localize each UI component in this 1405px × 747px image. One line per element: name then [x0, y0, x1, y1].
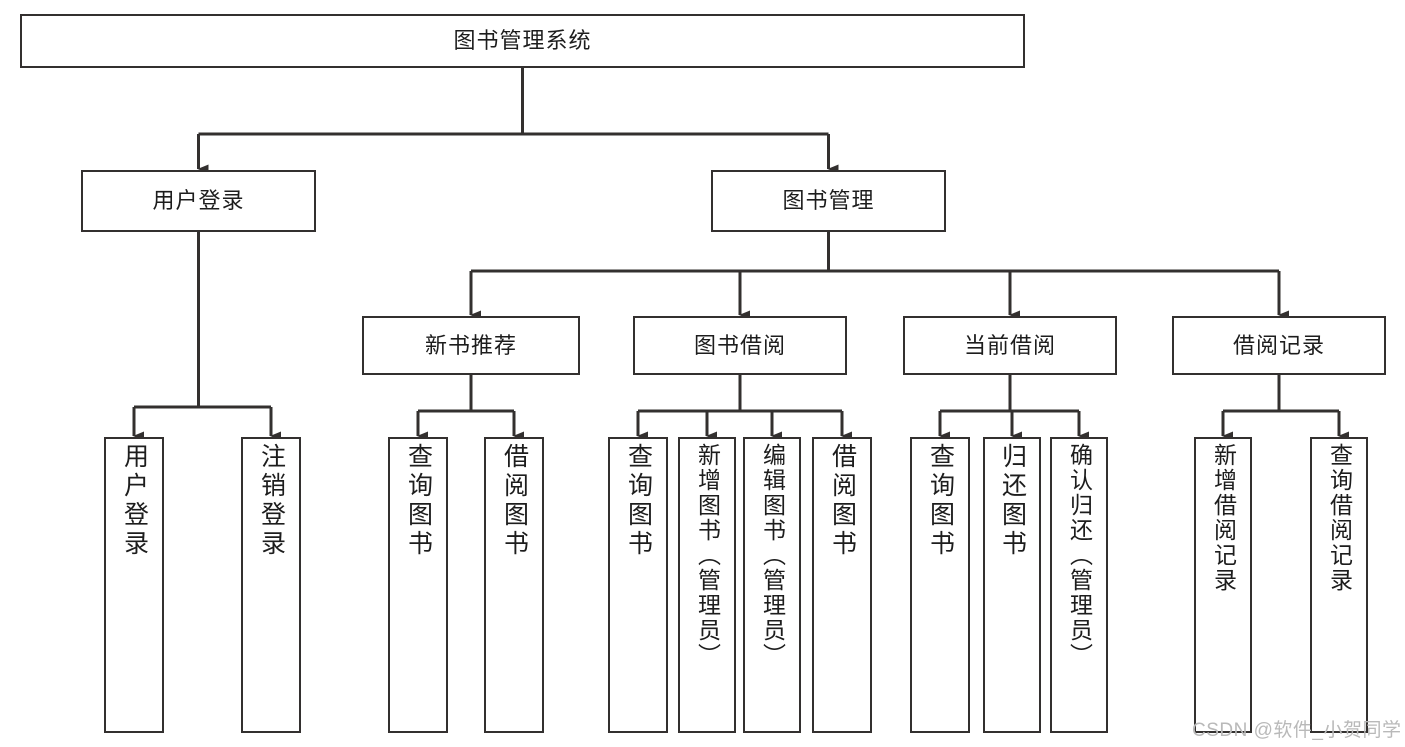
node-leaf-bw-borrow[interactable]: 借阅图书	[812, 437, 872, 733]
node-label: 查询图书	[624, 443, 653, 559]
node-leaf-cur-query[interactable]: 查询图书	[910, 437, 970, 733]
node-leaf-cur-return[interactable]: 归还图书	[983, 437, 1041, 733]
node-label: 查询图书	[404, 443, 433, 559]
node-label: 新增图书（管理员）	[694, 443, 721, 668]
node-label: 用户登录	[152, 188, 245, 214]
node-label: 查询图书	[926, 443, 955, 559]
node-label: 图书管理	[782, 188, 875, 214]
node-leaf-bw-add[interactable]: 新增图书（管理员）	[678, 437, 736, 733]
node-label: 确认归还（管理员）	[1066, 443, 1093, 668]
node-label: 图书借阅	[693, 332, 786, 358]
node-label: 新书推荐	[424, 332, 517, 358]
node-leaf-nb-borrow[interactable]: 借阅图书	[484, 437, 544, 733]
node-login[interactable]: 用户登录	[81, 170, 316, 232]
node-label: 借阅图书	[828, 443, 857, 559]
node-borrow[interactable]: 图书借阅	[633, 316, 847, 375]
node-leaf-user-login[interactable]: 用户登录	[104, 437, 164, 733]
node-newbook[interactable]: 新书推荐	[362, 316, 580, 375]
node-bookmgmt[interactable]: 图书管理	[711, 170, 946, 232]
node-leaf-cur-confirm[interactable]: 确认归还（管理员）	[1050, 437, 1108, 733]
node-leaf-nb-query[interactable]: 查询图书	[388, 437, 448, 733]
node-leaf-rec-query[interactable]: 查询借阅记录	[1310, 437, 1368, 733]
node-current[interactable]: 当前借阅	[903, 316, 1117, 375]
node-label: 借阅图书	[500, 443, 529, 559]
edge-group	[132, 68, 1349, 441]
node-label: 用户登录	[120, 443, 149, 559]
node-leaf-user-logout[interactable]: 注销登录	[241, 437, 301, 733]
node-leaf-rec-add[interactable]: 新增借阅记录	[1194, 437, 1252, 733]
node-records[interactable]: 借阅记录	[1172, 316, 1386, 375]
node-label: 图书管理系统	[453, 28, 592, 54]
node-leaf-bw-query[interactable]: 查询图书	[608, 437, 668, 733]
node-label: 归还图书	[998, 443, 1027, 559]
node-label: 查询借阅记录	[1326, 443, 1353, 593]
node-label: 编辑图书（管理员）	[759, 443, 786, 668]
node-label: 借阅记录	[1232, 332, 1325, 358]
node-label: 新增借阅记录	[1210, 443, 1237, 593]
node-leaf-bw-edit[interactable]: 编辑图书（管理员）	[743, 437, 801, 733]
node-root[interactable]: 图书管理系统	[20, 14, 1025, 68]
csdn-watermark: CSDN @软件_小贺同学	[1192, 720, 1402, 741]
node-label: 当前借阅	[963, 332, 1056, 358]
node-label: 注销登录	[257, 443, 286, 559]
